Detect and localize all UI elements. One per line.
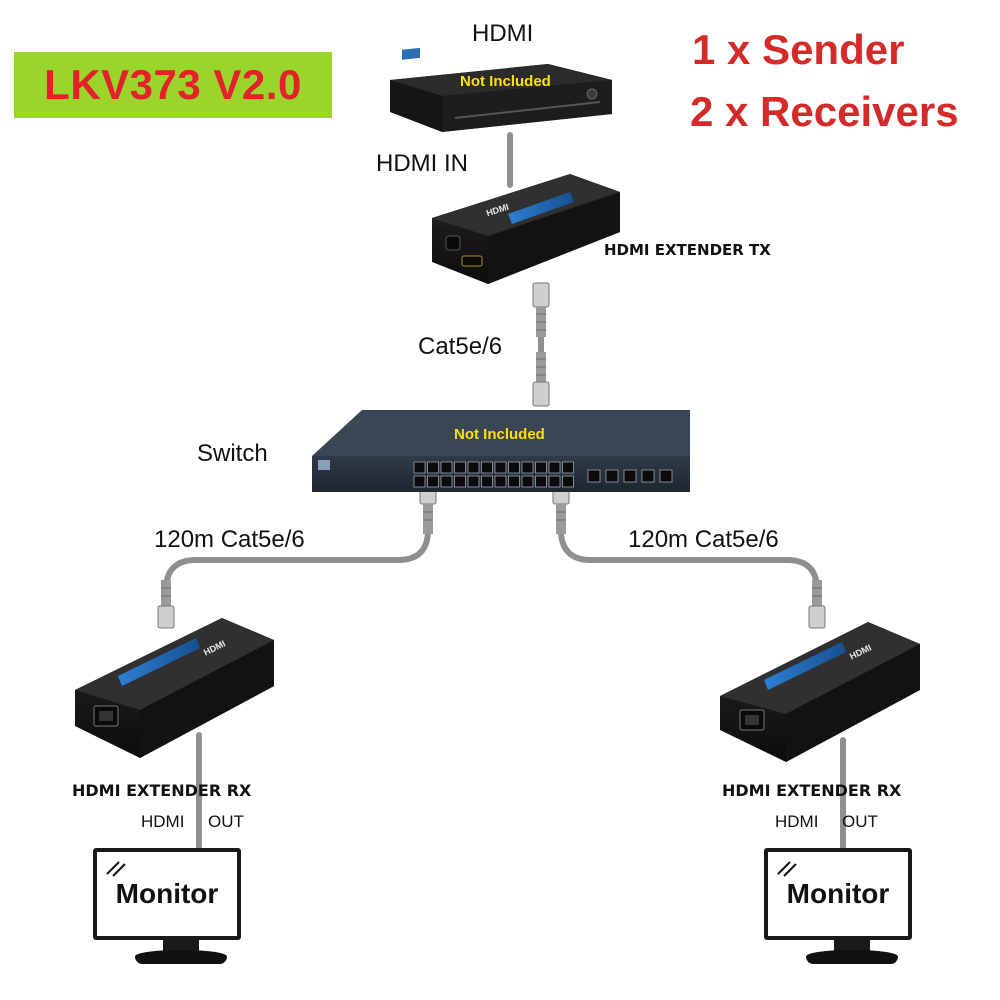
right-monitor-base [806, 950, 898, 964]
switch-uplink-port [641, 469, 655, 483]
hdmi-extender-tx-device [432, 174, 620, 284]
switch-ports [413, 461, 673, 488]
right-monitor: Monitor [764, 848, 912, 940]
screen-glare-icon [106, 861, 126, 877]
switch-port [440, 461, 453, 474]
switch-port [454, 475, 466, 488]
hdmi-source-label: HDMI [472, 20, 534, 47]
switch-uplink-port [623, 469, 637, 483]
rj45-plug-top-b [532, 352, 550, 407]
switch-port [481, 461, 493, 474]
switch-port [548, 461, 561, 474]
model-badge: LKV373 V2.0 [14, 52, 332, 118]
rj45-plug-top-a [532, 282, 550, 337]
right-cable-label: 120m Cat5e/6 [628, 526, 779, 553]
left-monitor-stand [163, 940, 199, 952]
switch-port [467, 475, 480, 488]
switch-port [535, 475, 547, 488]
switch-port [521, 461, 534, 474]
switch-port [548, 475, 561, 488]
switch-port [562, 461, 574, 474]
switch-port [521, 475, 534, 488]
rj45-plug-switch-right [552, 487, 570, 534]
right-monitor-stand [834, 940, 870, 952]
receiver-count: 2 x Receivers [690, 88, 959, 135]
left-out-label: OUT [208, 812, 244, 831]
switch-port [467, 461, 480, 474]
hdmi-extender-rx-left-device [75, 618, 274, 758]
switch-port [494, 475, 507, 488]
switch-uplink-port [605, 469, 619, 483]
hdmi-extender-rx-right-device [720, 622, 920, 762]
switch-port [481, 475, 493, 488]
hdmi-in-label: HDMI IN [376, 150, 468, 177]
right-monitor-label: Monitor [786, 878, 890, 909]
cable-switch-to-left-rx [163, 487, 431, 623]
switch-not-included-badge: Not Included [454, 426, 545, 443]
screen-glare-icon [777, 861, 797, 877]
right-hdmi-label: HDMI [775, 812, 819, 831]
switch-port [494, 461, 507, 474]
switch-port [440, 475, 453, 488]
switch-port [427, 475, 439, 488]
left-hdmi-label: HDMI [141, 812, 185, 831]
right-out-label: OUT [842, 812, 878, 831]
source-not-included-badge: Not Included [460, 73, 551, 90]
switch-port [427, 461, 439, 474]
switch-label: Switch [197, 440, 268, 467]
switch-uplink-port [659, 469, 673, 483]
sender-count: 1 x Sender [692, 26, 905, 73]
model-name: LKV373 V2.0 [44, 61, 302, 108]
left-monitor: Monitor [93, 848, 241, 940]
left-rx-title: HDMI EXTENDER RX [72, 781, 252, 800]
left-monitor-label: Monitor [115, 878, 219, 909]
right-rx-title: HDMI EXTENDER RX [722, 781, 902, 800]
switch-port [508, 461, 520, 474]
switch-port [413, 475, 426, 488]
hdmi-source-player [390, 47, 612, 132]
tx-title: HDMI EXTENDER TX [604, 241, 771, 259]
network-switch-device [312, 410, 690, 492]
rj45-plug-right-rx [808, 580, 826, 629]
switch-port [535, 461, 547, 474]
switch-port [413, 461, 426, 474]
cable-switch-to-right-rx [558, 487, 820, 623]
switch-uplink-port [587, 469, 601, 483]
switch-port [454, 461, 466, 474]
rj45-plug-switch-left [419, 487, 437, 534]
uplink-cable-label: Cat5e/6 [418, 333, 503, 360]
switch-port [562, 475, 574, 488]
switch-port [508, 475, 520, 488]
left-monitor-base [135, 950, 227, 964]
rj45-plug-left-rx [157, 580, 175, 629]
left-cable-label: 120m Cat5e/6 [154, 526, 305, 553]
